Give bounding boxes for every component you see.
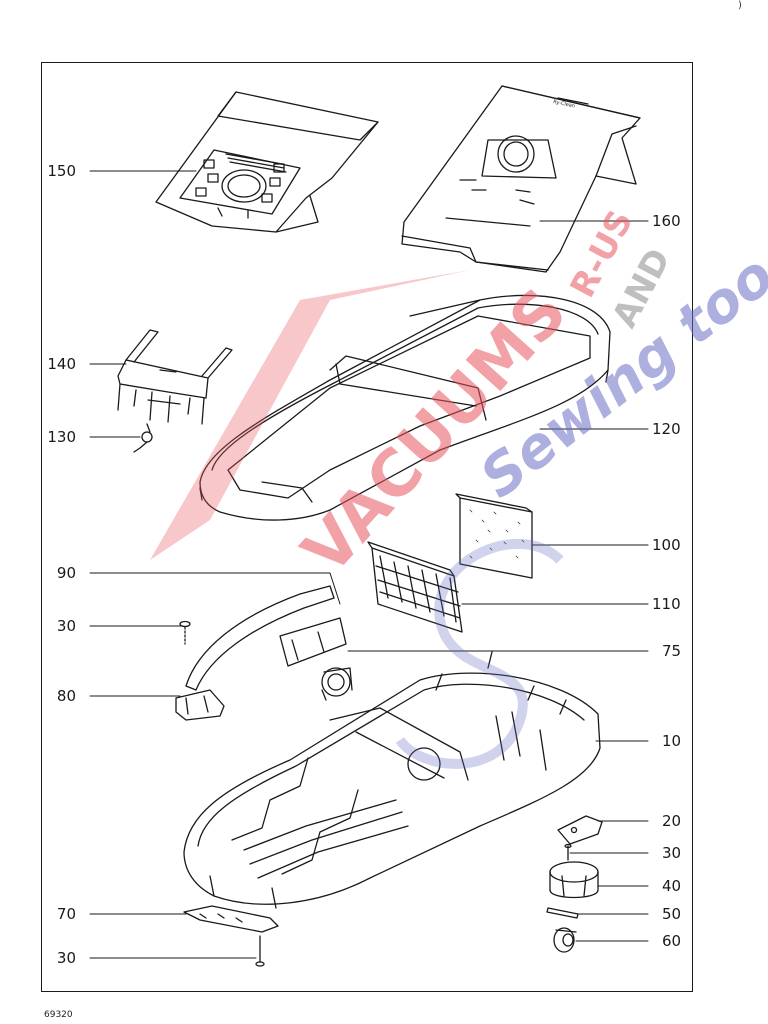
label-10: 10: [662, 732, 682, 750]
document-number: 69320: [44, 1010, 73, 1020]
part-130-spring: [133, 423, 153, 453]
label-50: 50: [662, 905, 682, 923]
label-60: 60: [662, 932, 682, 950]
label-20: 20: [662, 812, 682, 830]
corner-mark: ): [738, 0, 742, 11]
label-120: 120: [652, 420, 681, 438]
watermark-v-shape: [150, 270, 470, 560]
part-120-top-cover: [199, 294, 611, 521]
label-80: 80: [56, 687, 76, 705]
part-100-filter-pad: [455, 493, 533, 579]
leader-lines: [89, 170, 649, 959]
part-75-connector: [321, 667, 353, 701]
label-70: 70: [56, 905, 76, 923]
part-30-screw-bottom: [255, 935, 265, 967]
part-160-dust-bag: [401, 85, 641, 273]
label-40: 40: [662, 877, 682, 895]
part-40-caster: [549, 861, 599, 899]
part-10-base-housing: [183, 651, 601, 909]
part-150-dust-bag: [155, 91, 379, 233]
label-30-top: 30: [56, 617, 76, 635]
label-110: 110: [652, 595, 681, 613]
part-30-screw: [179, 620, 191, 645]
part-50-axle: [546, 907, 579, 919]
part-70-foot-strip: [183, 905, 279, 933]
label-140: 140: [47, 355, 76, 373]
label-130: 130: [47, 428, 76, 446]
part-80-clip: [175, 689, 225, 721]
label-100: 100: [652, 536, 681, 554]
label-30-bottom: 30: [56, 949, 76, 967]
part-90-handle: [185, 585, 347, 691]
diagram-frame: [41, 62, 693, 992]
label-150: 150: [47, 162, 76, 180]
label-160: 160: [652, 212, 681, 230]
watermark-s-swirl: [395, 538, 564, 769]
label-75: 75: [662, 642, 682, 660]
part-110-grille: [367, 541, 463, 633]
label-90: 90: [56, 564, 76, 582]
part-20-bracket: [557, 815, 603, 845]
part-140-filter-holder: [117, 329, 233, 425]
label-30-right: 30: [662, 844, 682, 862]
bag-brand-text: Ry-Clean: [553, 99, 576, 109]
part-60-roller: [553, 927, 577, 953]
part-30-screw-right: [564, 843, 572, 861]
